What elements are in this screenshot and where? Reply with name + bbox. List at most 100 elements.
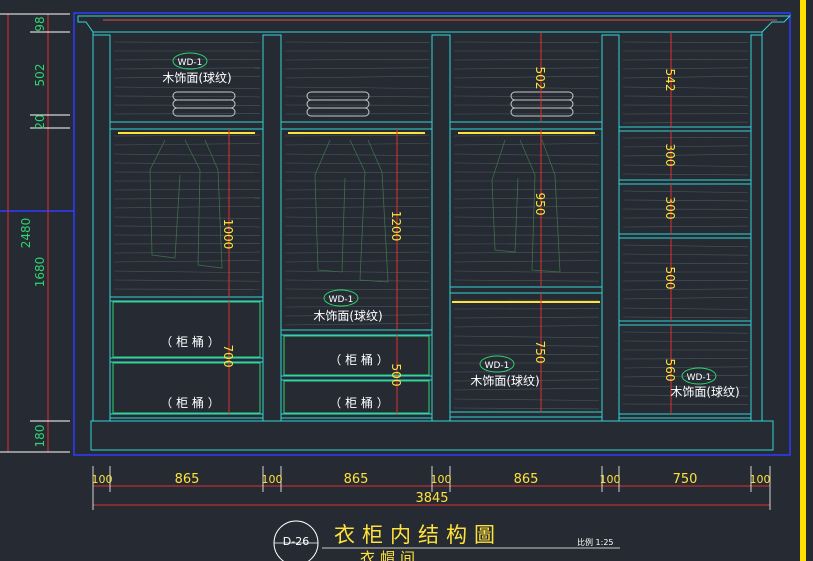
grain-line bbox=[622, 164, 749, 167]
grain-line bbox=[284, 59, 430, 61]
grain-line bbox=[453, 216, 600, 219]
grain-line bbox=[453, 95, 600, 98]
partition-3 bbox=[601, 34, 620, 422]
grain-line bbox=[453, 59, 600, 61]
dim-label: 100 bbox=[92, 473, 113, 486]
grain-line bbox=[113, 279, 261, 282]
drawer-labels: （ 柜 桶 ） （ 柜 桶 ） （ 柜 桶 ） （ 柜 桶 ） bbox=[160, 334, 388, 410]
grain-line bbox=[622, 121, 749, 124]
grain-line bbox=[284, 306, 430, 308]
grain-line bbox=[284, 134, 430, 137]
dim-label: 542 bbox=[663, 69, 677, 92]
dim-label: 502 bbox=[533, 67, 547, 90]
grain-line bbox=[453, 407, 600, 410]
shelf bbox=[618, 413, 752, 419]
shelf bbox=[449, 411, 603, 418]
folded-cloth bbox=[510, 107, 574, 117]
folded-cloth bbox=[172, 107, 236, 117]
grain-line bbox=[453, 251, 600, 254]
grain-line bbox=[113, 41, 261, 43]
dim-label: 750 bbox=[533, 341, 547, 364]
drawer-front bbox=[112, 362, 261, 414]
grain-line bbox=[284, 279, 430, 282]
plinth bbox=[90, 420, 774, 451]
grain-line bbox=[622, 307, 749, 310]
grain-line bbox=[453, 387, 600, 391]
grain-line bbox=[284, 67, 430, 70]
inner-dimension-text: 1000 700 1200 500 502 950 750 542 300 30… bbox=[221, 67, 677, 387]
shelf bbox=[618, 320, 752, 326]
drawer-divider bbox=[280, 375, 433, 381]
grain-line bbox=[113, 270, 261, 274]
drawer-front bbox=[283, 335, 430, 376]
drawer-front bbox=[283, 380, 430, 414]
grain-line bbox=[284, 162, 430, 165]
grain-line bbox=[113, 288, 261, 290]
grain-line bbox=[622, 137, 749, 139]
dim-label: 180 bbox=[33, 425, 47, 448]
grain-line bbox=[284, 322, 430, 326]
inner-dimension-lines bbox=[228, 32, 672, 414]
grain-line bbox=[284, 225, 430, 228]
grain-line bbox=[284, 95, 430, 98]
material-text: 木饰面(球纹) bbox=[470, 374, 539, 388]
grain-line bbox=[113, 225, 261, 228]
left-dimension-text: 98 502 20 1680 180 2480 bbox=[19, 16, 47, 447]
dim-label: 300 bbox=[663, 144, 677, 167]
grain-line bbox=[284, 189, 430, 191]
grain-line bbox=[622, 296, 749, 300]
dim-label: 950 bbox=[533, 193, 547, 216]
grain-line bbox=[113, 162, 261, 165]
grain-line bbox=[622, 366, 749, 369]
shelf bbox=[109, 296, 264, 302]
grain-line bbox=[453, 353, 600, 355]
grain-line bbox=[453, 134, 600, 137]
grain-line bbox=[453, 279, 600, 282]
shelf bbox=[109, 121, 264, 130]
grain-line bbox=[113, 75, 261, 79]
grain-line bbox=[113, 153, 261, 157]
grain-line bbox=[453, 316, 600, 319]
dim-label: 502 bbox=[33, 64, 47, 87]
grain-line bbox=[622, 394, 749, 397]
hanging-rods bbox=[118, 132, 600, 303]
grain-line bbox=[453, 197, 600, 200]
grain-line bbox=[622, 340, 749, 342]
bottom-dimension-lines bbox=[93, 485, 770, 506]
grain-line bbox=[113, 86, 261, 89]
dim-label: 865 bbox=[514, 472, 539, 487]
material-code: WD-1 bbox=[329, 295, 354, 305]
grain-line bbox=[622, 41, 749, 43]
material-code: WD-1 bbox=[485, 361, 510, 371]
grain-line bbox=[284, 86, 430, 89]
grain-line bbox=[284, 251, 430, 254]
drawer-label: （ 柜 桶 ） bbox=[160, 334, 219, 349]
material-text: 木饰面(球纹) bbox=[162, 71, 231, 85]
material-text: 木饰面(球纹) bbox=[670, 385, 739, 399]
partition-1 bbox=[262, 34, 282, 422]
grain-line bbox=[284, 197, 430, 200]
drawing-scale: 比例 1:25 bbox=[577, 537, 614, 547]
material-code: WD-1 bbox=[178, 58, 203, 68]
grain-line bbox=[284, 205, 430, 209]
grain-line bbox=[453, 379, 600, 382]
drawing-subtitle: 衣帽间 bbox=[360, 549, 420, 561]
bottom-dimension-text: 100 865 100 865 100 865 100 750 100 3845 bbox=[92, 472, 771, 506]
grain-line bbox=[453, 143, 600, 146]
grain-line bbox=[113, 171, 261, 173]
dim-label: 100 bbox=[600, 473, 621, 486]
grain-line bbox=[622, 225, 749, 228]
dim-label: 1680 bbox=[33, 257, 47, 288]
dim-label: 1200 bbox=[389, 211, 403, 242]
grain-line bbox=[113, 59, 261, 61]
grain-line bbox=[453, 371, 600, 373]
drawer-label: （ 柜 桶 ） bbox=[329, 395, 388, 410]
grain-line bbox=[113, 260, 261, 263]
shelf bbox=[109, 413, 264, 419]
grain-line bbox=[622, 288, 749, 291]
grain-line bbox=[622, 280, 749, 282]
dim-label: 100 bbox=[431, 473, 452, 486]
drawing-title: 衣柜内结构圖 bbox=[334, 523, 502, 547]
title-block: D-26 衣柜内结构圖 比例 1:25 衣帽间 bbox=[273, 520, 620, 561]
